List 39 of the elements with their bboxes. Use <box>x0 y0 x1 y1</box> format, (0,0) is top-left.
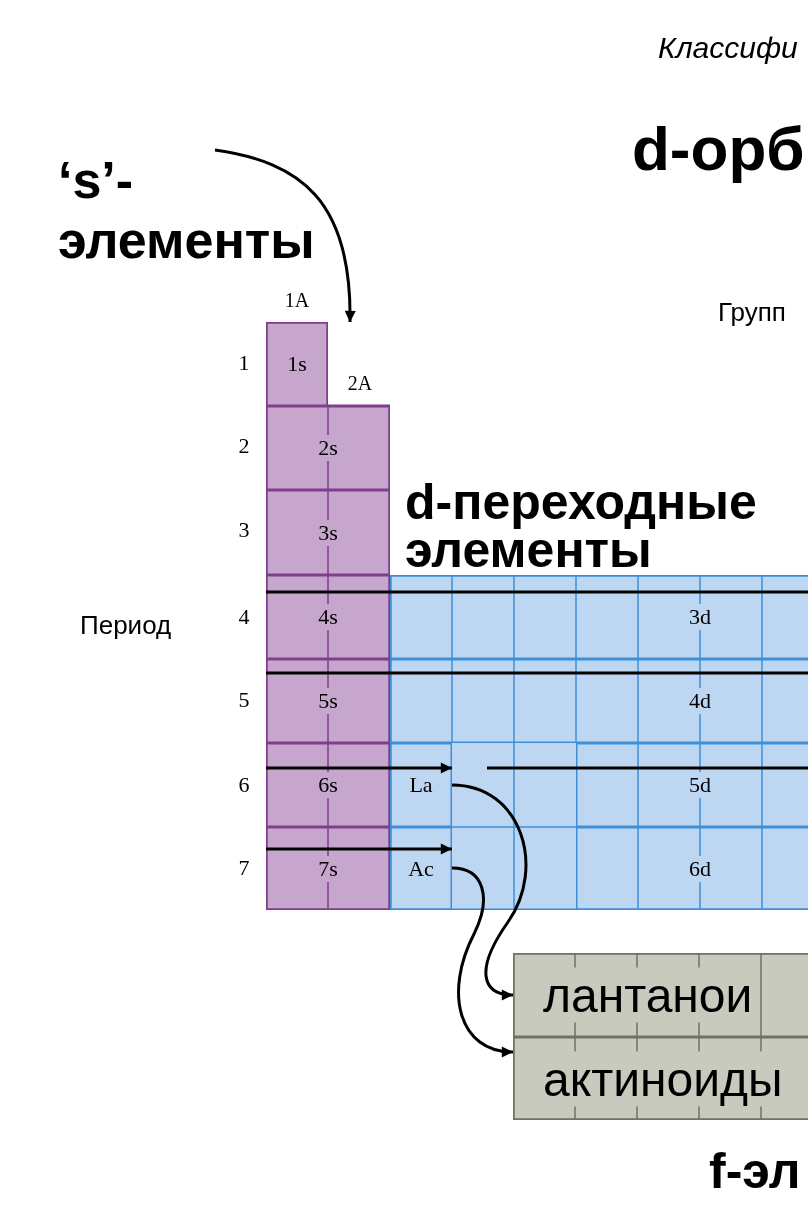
row-number: 1 <box>238 350 250 376</box>
header-text: Классифи <box>658 31 798 65</box>
connector-line <box>266 671 808 675</box>
table-row: 3d <box>390 575 808 659</box>
table-row: лантанои <box>513 953 808 1037</box>
arrow <box>266 843 452 855</box>
row-number: 3 <box>238 517 250 543</box>
table-row: 7s <box>266 827 390 910</box>
curved-arrow <box>451 783 528 1000</box>
axis-label: Групп <box>718 296 786 328</box>
table-row: 3s <box>266 490 390 575</box>
table-row: 6s <box>266 743 390 827</box>
table-cell: La <box>390 743 452 827</box>
annotation-text: ‘s’- элементы <box>58 150 316 270</box>
curved-arrow <box>214 148 356 323</box>
row-number: 2 <box>238 433 250 459</box>
table-row: 5d <box>576 743 808 827</box>
table-cell: 1s <box>266 322 328 406</box>
table-row: 6d <box>576 827 808 910</box>
slide-title: d-орб <box>632 112 805 184</box>
curved-arrow <box>451 866 514 1057</box>
column-label: 2A <box>347 371 373 395</box>
row-number: 7 <box>238 855 250 881</box>
axis-label: Период <box>80 609 172 641</box>
table-row: 4d <box>390 659 808 743</box>
block-heading: f-эл <box>709 1143 802 1199</box>
table-row: 5s <box>266 659 390 743</box>
column-label: 1A <box>284 288 310 312</box>
s-block-table <box>266 322 390 910</box>
row-number: 4 <box>238 604 250 630</box>
table-row: 4s <box>266 575 390 659</box>
row-number: 5 <box>238 687 250 713</box>
connector-line <box>266 590 808 594</box>
arrow <box>266 762 452 774</box>
row-number: 6 <box>238 772 250 798</box>
block-heading: d-переходные элементы <box>405 478 758 574</box>
table-row: актиноиды <box>513 1037 808 1120</box>
table-row: 2s <box>266 406 390 490</box>
table-cell: Ac <box>390 827 452 910</box>
